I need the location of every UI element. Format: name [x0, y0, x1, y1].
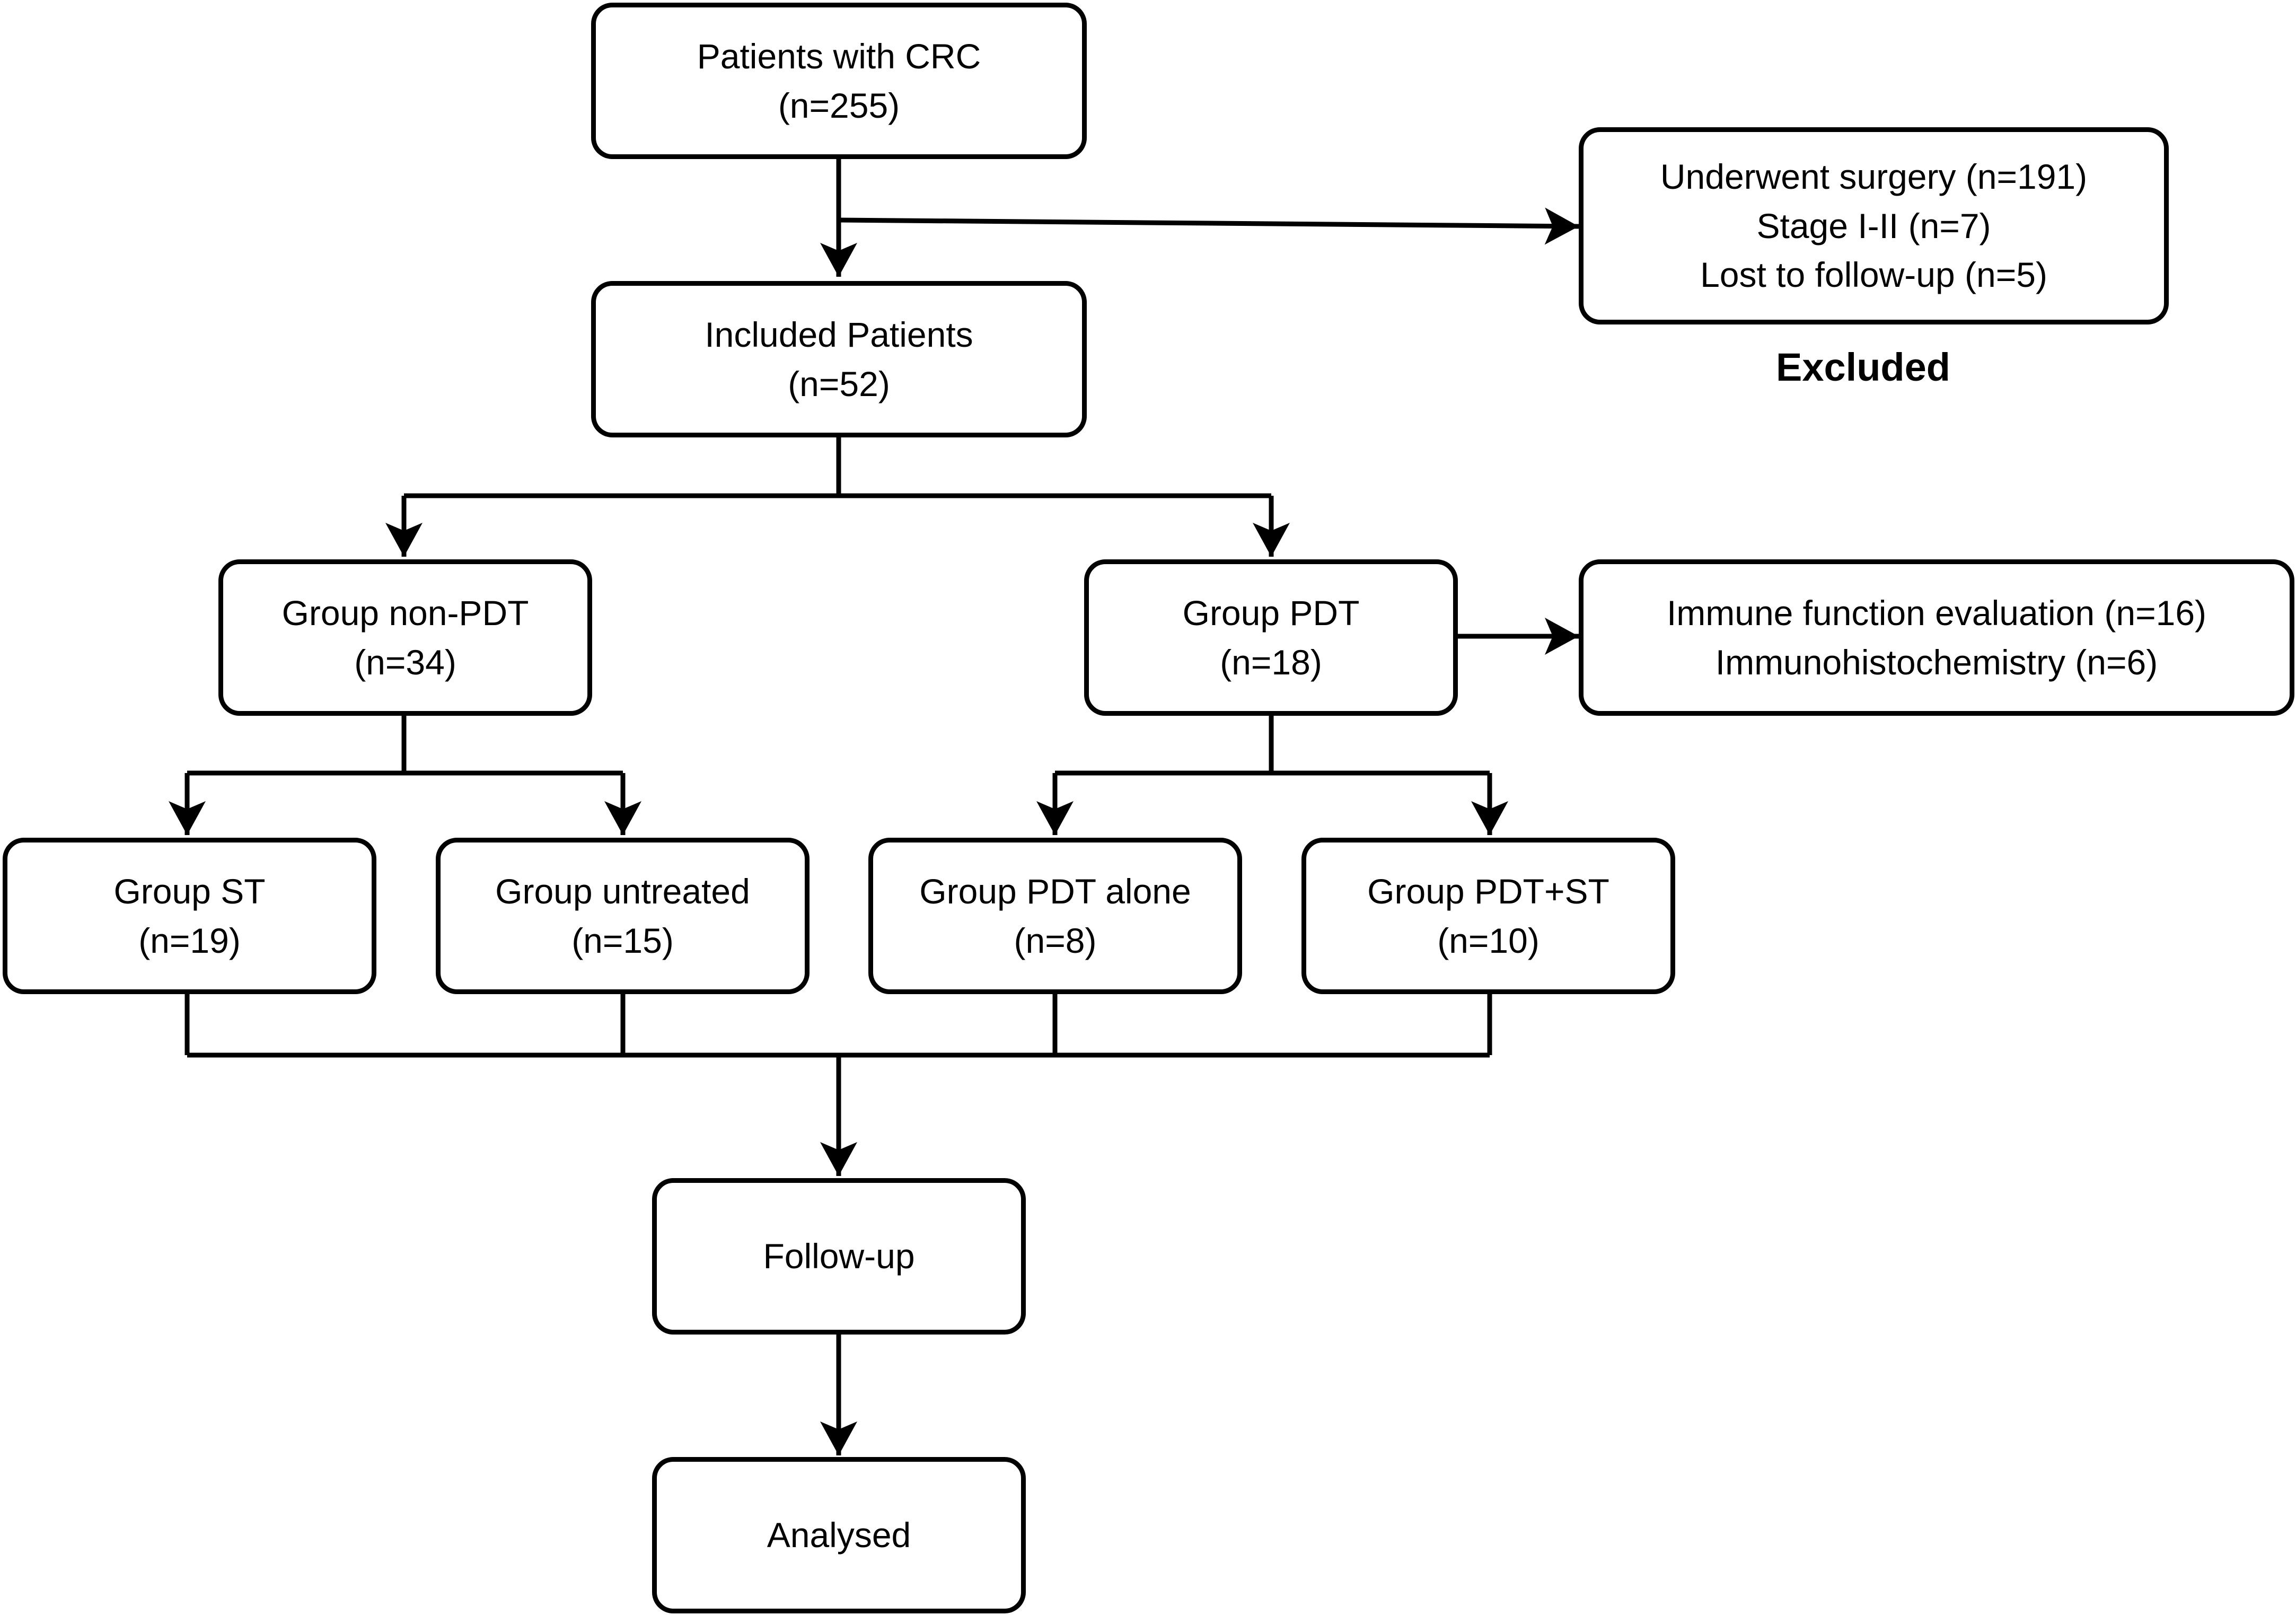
excluded-surgery: Underwent surgery (n=191): [1660, 157, 2088, 197]
patients-crc-box: Patients with CRC (n=255): [591, 3, 1087, 159]
patients-crc-count: (n=255): [778, 85, 900, 125]
group-st-box: Group ST (n=19): [3, 838, 376, 994]
follow-up-box: Follow-up: [652, 1178, 1026, 1335]
follow-up-label: Follow-up: [763, 1236, 915, 1276]
connector-pdt-split: [1055, 716, 1490, 776]
non-pdt-count: (n=34): [354, 642, 456, 682]
excluded-lost-followup: Lost to follow-up (n=5): [1700, 255, 2047, 295]
arrow-to-excluded: [838, 207, 1579, 245]
excluded-label: Excluded: [1776, 345, 1950, 389]
pdt-count: (n=18): [1220, 642, 1322, 682]
analysed-box: Analysed: [652, 1457, 1026, 1613]
immunohistochemistry: Immunohistochemistry (n=6): [1715, 642, 2158, 682]
non-pdt-label: Group non-PDT: [281, 593, 529, 633]
pdt-label: Group PDT: [1182, 593, 1360, 633]
group-pdt-box: Group PDT (n=18): [1084, 559, 1458, 716]
included-patients-box: Included Patients (n=52): [591, 281, 1087, 437]
untreated-count: (n=15): [571, 920, 674, 960]
group-non-pdt-box: Group non-PDT (n=34): [218, 559, 592, 716]
connector-merge: [184, 994, 1492, 1058]
analysed-label: Analysed: [767, 1515, 911, 1555]
st-label: Group ST: [113, 872, 266, 911]
patients-crc-label: Patients with CRC: [697, 37, 981, 76]
group-pdt-alone-box: Group PDT alone (n=8): [868, 838, 1242, 994]
group-pdt-st-box: Group PDT+ST (n=10): [1301, 838, 1675, 994]
included-count: (n=52): [788, 364, 890, 403]
connector-included-split: [404, 436, 1271, 498]
st-count: (n=19): [138, 920, 241, 960]
excluded-stage: Stage I-II (n=7): [1756, 206, 1991, 245]
pdt-alone-count: (n=8): [1014, 920, 1097, 960]
pdt-evaluation-box: Immune function evaluation (n=16) Immuno…: [1579, 559, 2294, 716]
connector-non-pdt-split: [187, 716, 623, 776]
immune-function-evaluation: Immune function evaluation (n=16): [1666, 593, 2207, 633]
pdt-st-label: Group PDT+ST: [1367, 872, 1609, 911]
included-label: Included Patients: [705, 315, 973, 355]
untreated-label: Group untreated: [495, 872, 750, 911]
group-untreated-box: Group untreated (n=15): [436, 838, 810, 994]
excluded-reasons-box: Underwent surgery (n=191) Stage I-II (n=…: [1579, 127, 2169, 324]
pdt-st-count: (n=10): [1437, 920, 1540, 960]
pdt-alone-label: Group PDT alone: [919, 872, 1191, 911]
